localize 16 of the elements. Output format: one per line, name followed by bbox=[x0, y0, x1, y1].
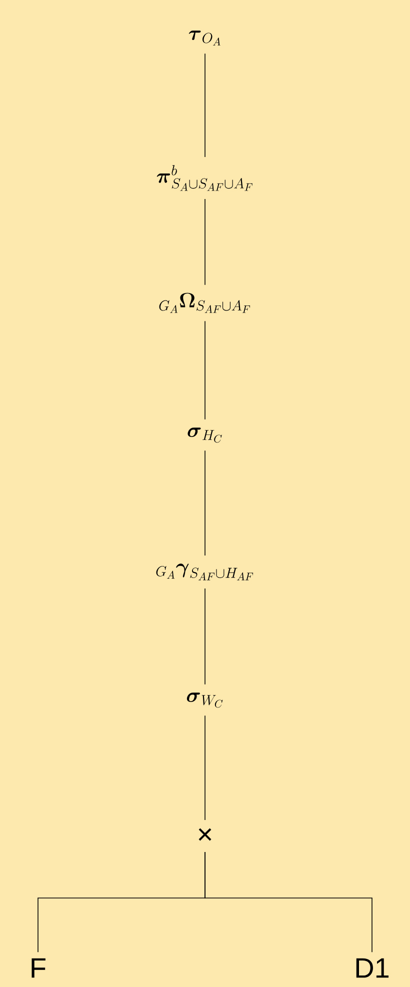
tree-edge bbox=[204, 53, 206, 158]
operator-formula: ${}_{G_A}\boldsymbol{\Omega}_{S_{AF}\cup A_F}$ bbox=[159, 292, 250, 313]
operator-formula: $\boldsymbol{\pi}^{b}_{S_A\cup S_{AF}\cup A_F}$ bbox=[156, 165, 252, 191]
tree-edge bbox=[204, 198, 206, 286]
relation-label: D1 bbox=[356, 958, 389, 978]
tree-edge bbox=[204, 450, 206, 556]
tree-edge bbox=[204, 320, 206, 420]
operator-formula: $\boldsymbol{\sigma}_{W_C}$ bbox=[186, 692, 223, 708]
tree-edge bbox=[204, 588, 206, 685]
relation-label: F bbox=[32, 958, 46, 978]
operator-formula: ${}_{G_A}\boldsymbol{\gamma}_{S_{AF}\cup H_{AF}}$ bbox=[156, 564, 254, 580]
operator-symbol: × bbox=[198, 828, 212, 841]
operator-formula: $\boldsymbol{\sigma}_{H_C}$ bbox=[188, 428, 222, 443]
operator-formula: $\boldsymbol{\tau}_{O_A}$ bbox=[188, 30, 220, 46]
tree-edge bbox=[204, 852, 372, 953]
tree-edge bbox=[204, 715, 206, 820]
